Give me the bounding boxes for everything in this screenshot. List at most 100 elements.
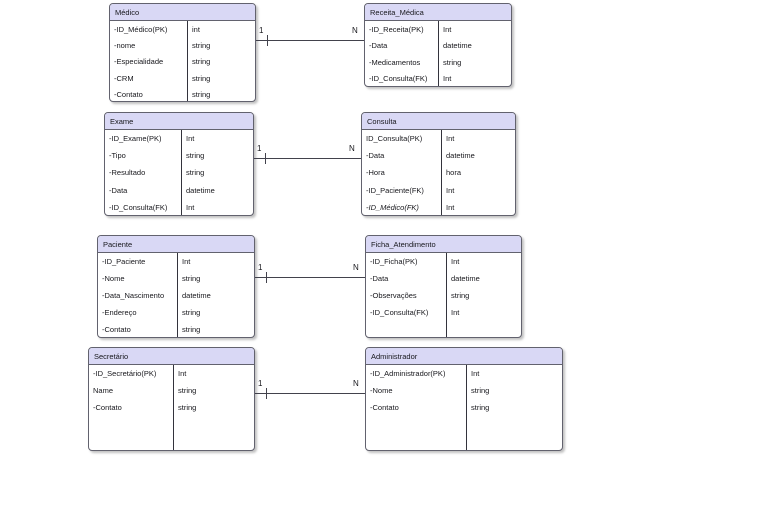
attribute-name: -ID_Paciente(FK): [366, 185, 424, 195]
attribute-row: -ID_Médico(PK)int: [110, 21, 255, 37]
column-divider: [446, 253, 447, 337]
attribute-name: -ID_Receita(PK): [369, 24, 424, 34]
attribute-row: -Contato string: [110, 87, 255, 103]
attribute-name: -CRM: [114, 73, 134, 83]
cardinality-n-label: N: [349, 144, 355, 153]
attribute-type: datetime: [451, 274, 480, 283]
connector-line: [255, 277, 365, 278]
cardinality-n-label: N: [353, 263, 359, 272]
attribute-name: -Data: [369, 41, 388, 51]
attribute-row: -CRM string: [110, 70, 255, 86]
attribute-name: -ID_Consulta(FK): [109, 202, 168, 212]
column-divider: [438, 21, 439, 86]
entity-title: Administrador: [366, 348, 562, 365]
attribute-row: -Contato string: [98, 321, 254, 338]
attribute-name: -ID_Exame(PK): [109, 134, 162, 144]
attribute-type: Int: [451, 308, 460, 317]
attribute-row: -Especialidade string: [110, 54, 255, 70]
attribute-name: -Observações: [370, 291, 417, 300]
attribute-type: string: [451, 291, 470, 300]
attribute-name: -Contato: [102, 325, 131, 334]
attribute-type: string: [182, 325, 201, 334]
entity-title: Exame: [105, 113, 253, 130]
attribute-type: Int: [182, 257, 191, 266]
one-side-tick: [265, 153, 266, 164]
attribute-name: -Data: [109, 185, 128, 195]
attribute-name: -Contato: [370, 403, 399, 412]
attribute-row: -Data datetime: [366, 270, 521, 287]
entity-administrador[interactable]: Administrador-ID_Administrador(PK)Int-No…: [365, 347, 563, 451]
attribute-name: -Especialidade: [114, 57, 164, 67]
connector-line: [256, 40, 364, 41]
attribute-type: Int: [446, 185, 455, 195]
attribute-row: -Data datetime: [105, 182, 253, 199]
attribute-name: -Medicamentos: [369, 57, 421, 67]
attribute-name: -Nome: [370, 386, 393, 395]
attribute-name: Name: [93, 386, 114, 395]
attribute-type: Int: [471, 369, 480, 378]
attribute-name: -Contato: [93, 403, 122, 412]
attribute-type: int: [192, 24, 200, 34]
attribute-row: -Contato string: [366, 399, 562, 416]
entity-title: Receita_Médica: [365, 4, 511, 21]
attribute-type: string: [192, 41, 211, 51]
entity-title: Paciente: [98, 236, 254, 253]
column-divider: [187, 21, 188, 101]
attribute-type: string: [443, 57, 462, 67]
attribute-name: -Tipo: [109, 151, 126, 161]
attribute-name: -ID_Consulta(FK): [369, 74, 428, 84]
column-divider: [181, 130, 182, 215]
entity-body: -ID_Receita(PK) Int -Data datetime -Medicame…: [365, 21, 511, 86]
attribute-type: Int: [443, 24, 452, 34]
attribute-name: -Data: [370, 274, 389, 283]
attribute-type: string: [192, 57, 211, 67]
attribute-type: string: [471, 403, 490, 412]
attribute-name: -Resultado: [109, 168, 146, 178]
entity-title: Secretário: [89, 348, 254, 365]
attribute-row: -ID_Consulta(FK)Int: [366, 304, 521, 321]
attribute-type: Int: [186, 134, 195, 144]
attribute-type: string: [471, 386, 490, 395]
attribute-row: -Contato string: [89, 399, 254, 416]
attribute-type: Int: [451, 257, 460, 266]
one-side-tick: [266, 388, 267, 399]
cardinality-one-label: 1: [258, 263, 263, 272]
attribute-type: datetime: [182, 291, 211, 300]
attribute-row: -ID_Consulta(FK)Int: [105, 199, 253, 216]
entity-receita-m-dica[interactable]: Receita_Médica -ID_Receita(PK) Int -Data dat…: [364, 3, 512, 87]
attribute-type: string: [178, 403, 197, 412]
attribute-type: string: [192, 90, 211, 100]
attribute-row: -Observações string: [366, 287, 521, 304]
attribute-name: -Endereço: [102, 308, 137, 317]
attribute-type: Int: [446, 202, 455, 212]
connector-line: [254, 158, 361, 159]
attribute-name: -Data_Nascimento: [102, 291, 165, 300]
entity-title: Médico: [110, 4, 255, 21]
attribute-name: -Contato: [114, 90, 143, 100]
attribute-row: -ID_Exame(PK) Int: [105, 130, 253, 147]
attribute-type: datetime: [443, 41, 472, 51]
attribute-name: -ID_Paciente: [102, 257, 146, 266]
attribute-row: -Nome string: [366, 382, 562, 399]
attribute-row: ID_Consulta(PK)Int: [362, 130, 515, 147]
column-divider: [466, 365, 467, 450]
column-divider: [441, 130, 442, 215]
attribute-type: datetime: [186, 185, 215, 195]
attribute-type: string: [192, 73, 211, 83]
attribute-type: datetime: [446, 151, 475, 161]
